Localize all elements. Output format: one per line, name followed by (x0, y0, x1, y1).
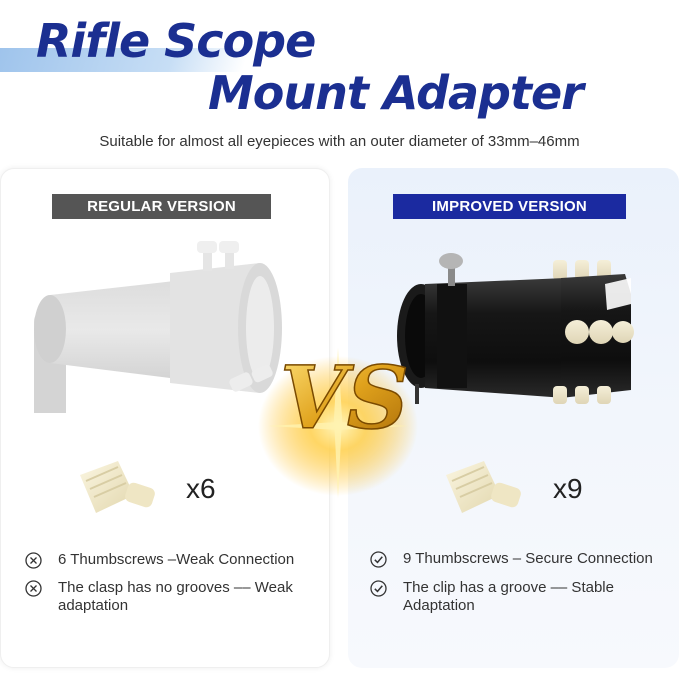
regular-adapter-image (34, 241, 282, 413)
improved-thumbscrew-count: x9 (553, 473, 583, 504)
regular-feature-2-text: The clasp has no grooves –– Weak adaptat… (58, 579, 293, 614)
page-title-line-1: Rifle Scope (36, 14, 316, 68)
cross-circle-icon (25, 552, 42, 569)
regular-feature-1-text: 6 Thumbscrews –Weak Connection (58, 551, 295, 568)
thumbscrew-icon (80, 461, 155, 513)
improved-feature-2: The clip has a groove –– Stable Adaptati… (370, 579, 670, 619)
page-title-line-2: Mount Adapter (208, 66, 584, 120)
regular-thumbscrew-count: x6 (186, 473, 216, 504)
cross-circle-icon (25, 580, 42, 597)
regular-version-label: REGULAR VERSION (52, 194, 271, 219)
thumbscrew-icon (446, 461, 521, 513)
regular-feature-2: The clasp has no grooves –– Weak adaptat… (25, 579, 325, 619)
improved-adapter-image (397, 253, 634, 404)
check-circle-icon (370, 551, 387, 568)
regular-feature-1: 6 Thumbscrews –Weak Connection (25, 551, 325, 571)
improved-feature-1: 9 Thumbscrews – Secure Connection (370, 550, 670, 570)
check-circle-icon (370, 580, 387, 597)
vs-text: VS (280, 348, 409, 449)
versus-emblem: VS (258, 347, 418, 498)
improved-feature-1-text: 9 Thumbscrews – Secure Connection (403, 550, 653, 567)
page-subtitle: Suitable for almost all eyepieces with a… (99, 133, 580, 150)
improved-feature-2-text: The clip has a groove –– Stable Adaptati… (403, 579, 614, 614)
improved-version-label: IMPROVED VERSION (393, 194, 626, 219)
